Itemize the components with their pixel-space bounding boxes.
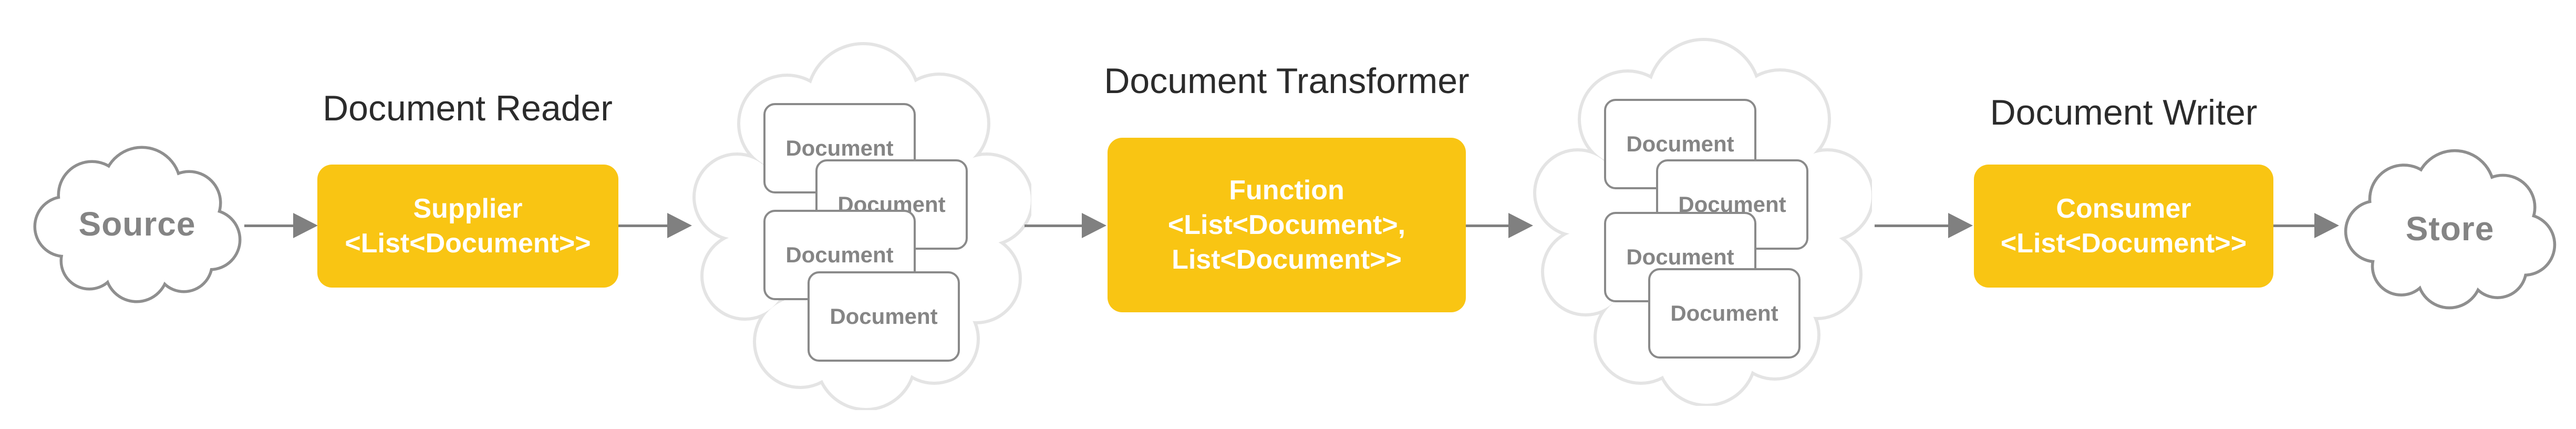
function-box-line3: List<Document>> [1172, 244, 1402, 275]
supplier-box-line1: Supplier [413, 193, 523, 224]
consumer-box: Consumer <List<Document>> [1974, 165, 2273, 288]
arrow-documents-to-transformer [1025, 213, 1106, 238]
function-box: Function <List<Document>, List<Document>… [1108, 138, 1466, 312]
arrow-source-to-reader [244, 213, 318, 238]
document-transformer-title: Document Transformer [1104, 61, 1470, 101]
arrow-head-icon [1082, 213, 1106, 238]
arrow-shaft [618, 224, 669, 227]
function-box-line2: <List<Document>, [1167, 210, 1406, 240]
arrow-shaft [2273, 224, 2316, 227]
arrow-shaft [1466, 224, 1510, 227]
document-reader-title: Document Reader [323, 88, 613, 128]
supplier-box: Supplier <List<Document>> [317, 165, 618, 288]
arrow-head-icon [667, 213, 692, 238]
supplier-box-line2: <List<Document>> [345, 228, 591, 259]
source-label: Source [78, 205, 196, 243]
arrow-head-icon [2314, 213, 2339, 238]
arrow-reader-to-documents [618, 213, 692, 238]
document-writer-title: Document Writer [1990, 93, 2258, 132]
arrow-shaft [1875, 224, 1950, 227]
document-card: Document [1648, 268, 1801, 359]
arrow-shaft [244, 224, 295, 227]
store-label: Store [2405, 210, 2495, 248]
arrow-head-icon [1508, 213, 1533, 238]
arrow-writer-to-store [2273, 213, 2339, 238]
arrow-transformer-to-documents [1466, 213, 1533, 238]
document-card: Document [808, 271, 960, 362]
arrow-shaft [1025, 224, 1083, 227]
function-box-line1: Function [1229, 175, 1344, 206]
store-cloud: Store [2339, 143, 2561, 314]
source-cloud: Source [29, 140, 245, 308]
arrow-documents-to-writer [1875, 213, 1973, 238]
arrow-head-icon [293, 213, 318, 238]
consumer-box-line2: <List<Document>> [2000, 228, 2247, 259]
arrow-head-icon [1948, 213, 1973, 238]
consumer-box-line1: Consumer [2056, 193, 2191, 224]
